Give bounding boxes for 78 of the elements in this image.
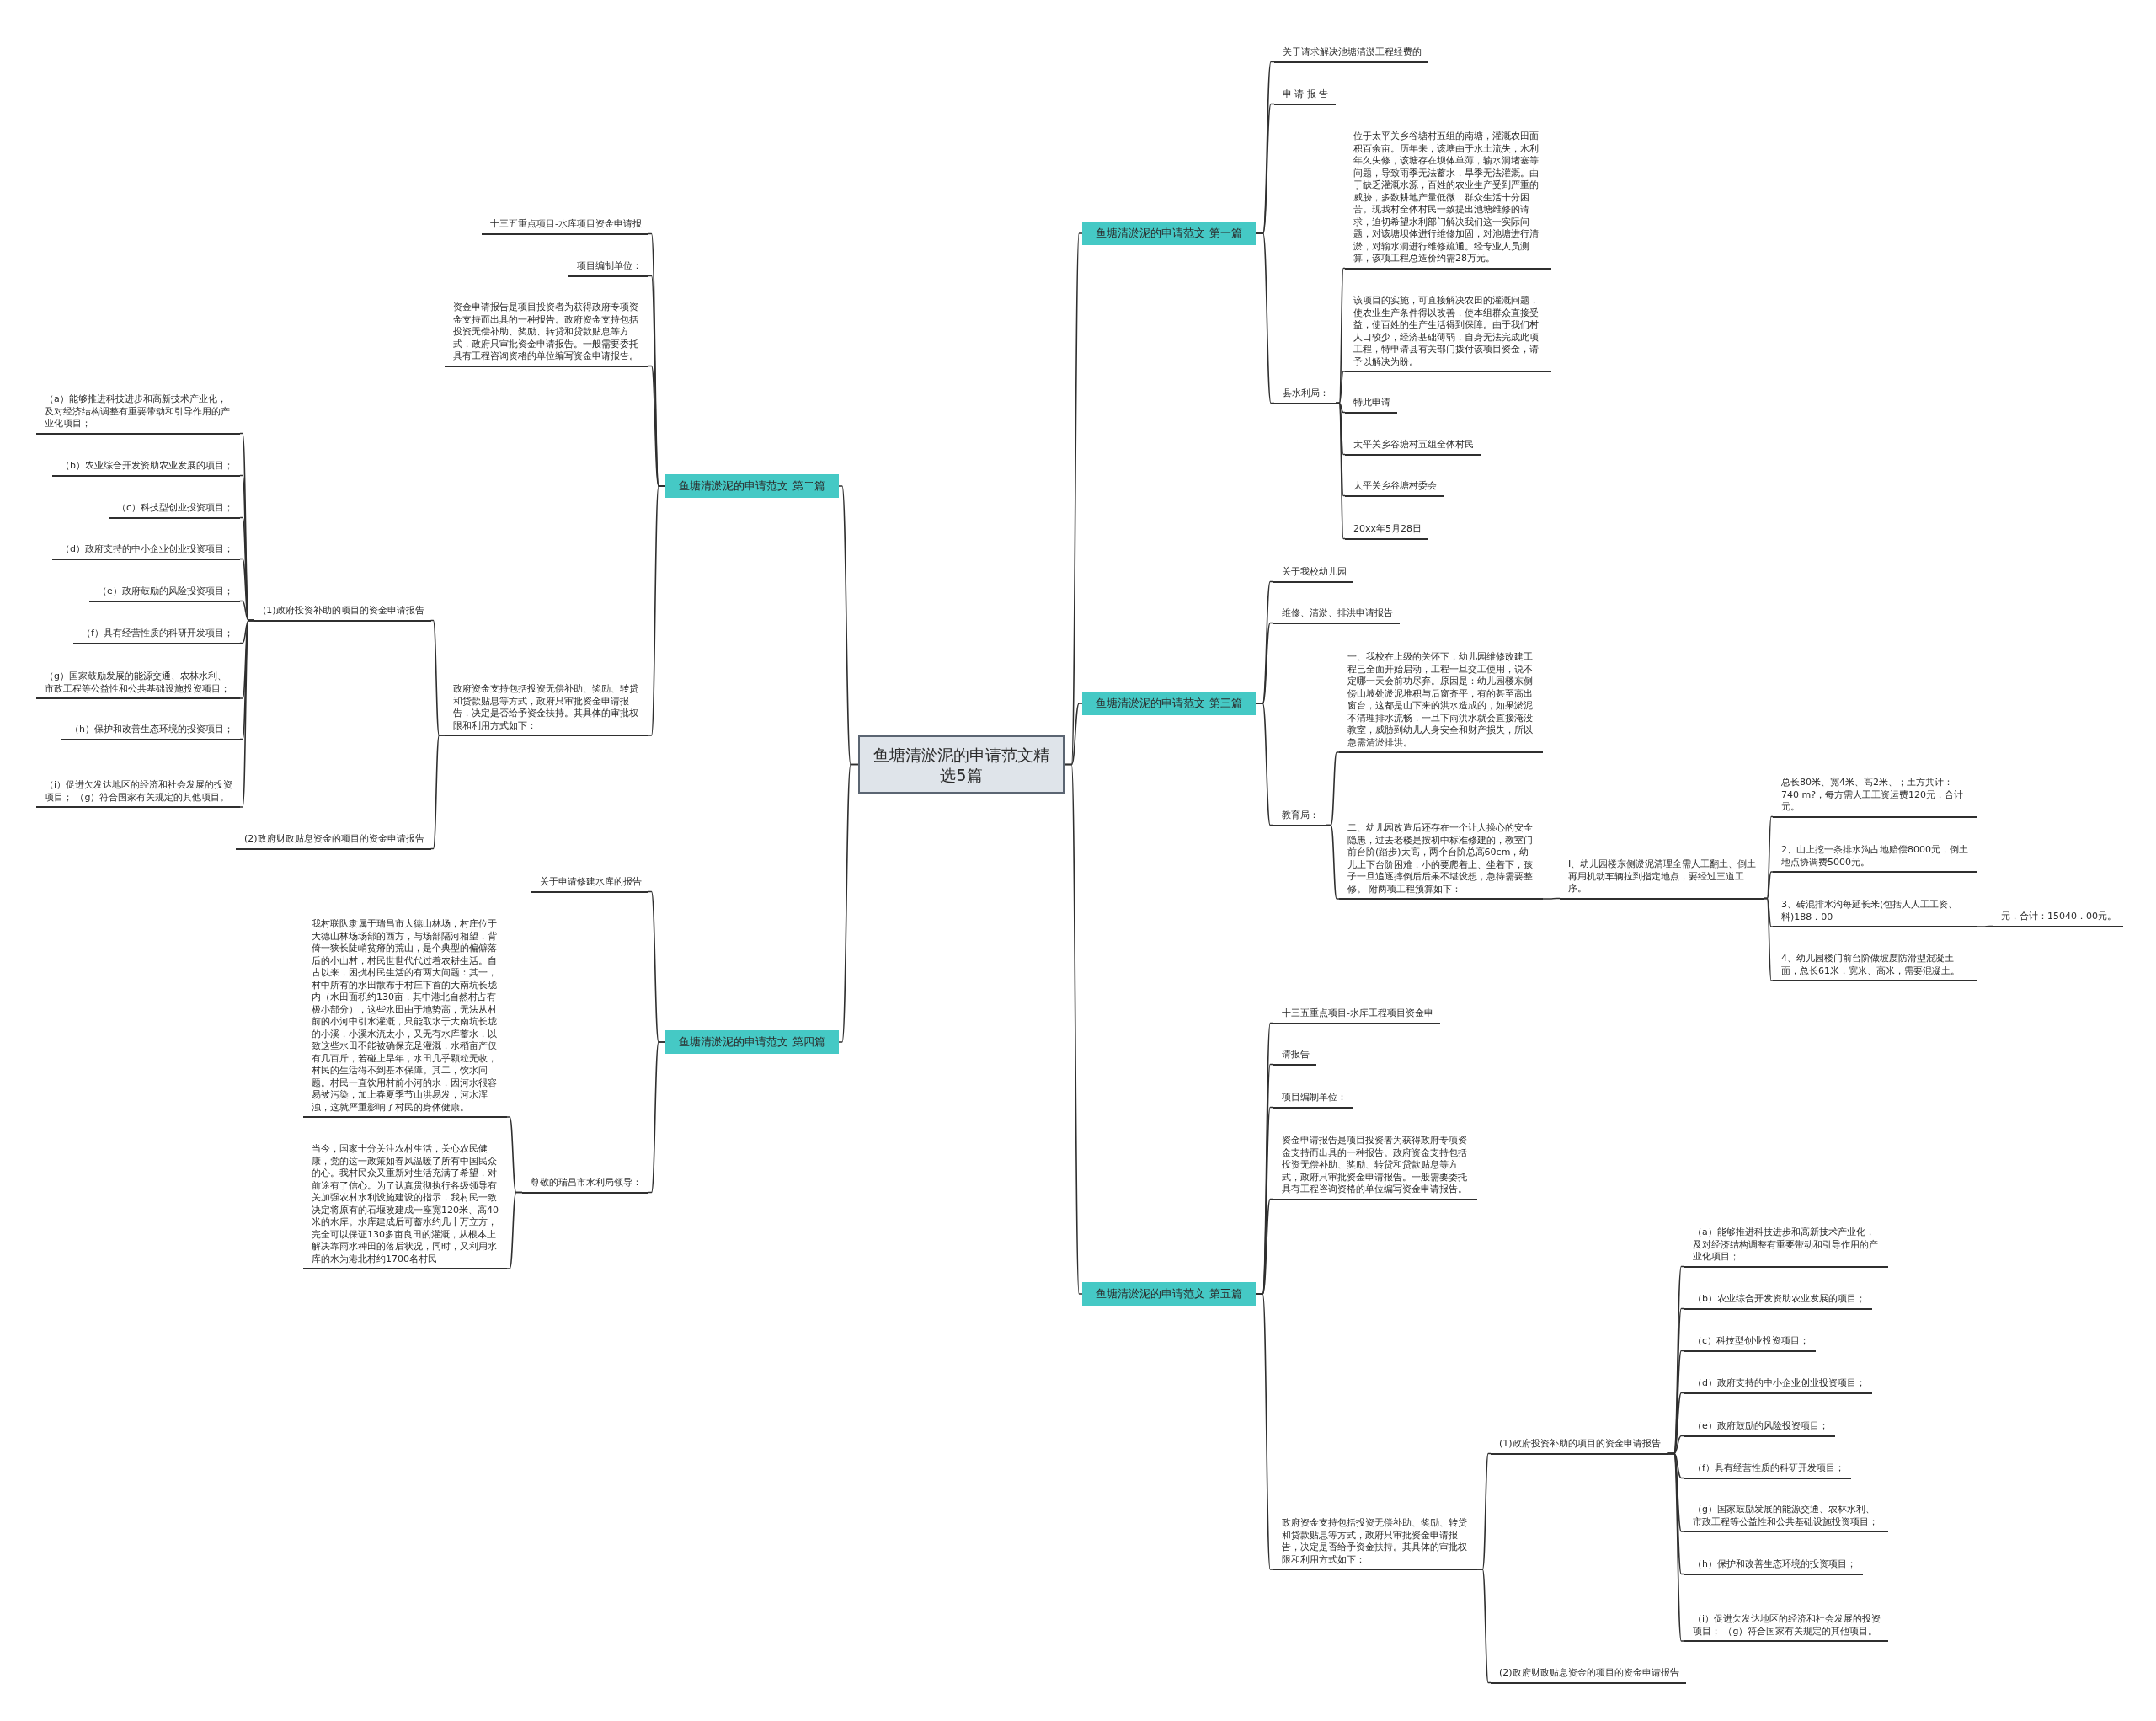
paragraph-text: 当今，国家十分关注农村生活，关心农民健康，党的这一政策如春风温暖了所有中国民众的心。我村民众又重新对生活充满了希望，对前途有了信心。为了认真贯彻执行各级领导有关加强农村水利设施建设的指示，我村民一致决定将原有的石堰改建成一座宽120米、高40米的水库。水库建成后可蓄水约几十万立方，完全可以保证130多亩良田的灌溉，从根本上解决靠雨水种田的落后状况，同时，又利用水库的水为港北村约1700名村民	[303, 1141, 507, 1269]
connector-line	[1255, 703, 1274, 826]
branch-topic-box: 鱼塘清淤泥的申请范文 第二篇	[665, 474, 839, 498]
paragraph-text: （g）国家鼓励发展的能源交通、农林水利、市政工程等公益性和公共基础设施投资项目；	[1684, 1502, 1888, 1532]
topic-label: 项目编制单位：	[568, 259, 648, 277]
topic-label: (2)政府财政贴息资金的项目的资金申请报告	[236, 831, 431, 850]
connector-line	[1476, 1569, 1492, 1684]
topic-label: 太平关乡谷塘村委会	[1345, 478, 1444, 497]
topic-label: (1)政府投资补助的项目的资金申请报告	[1491, 1436, 1668, 1455]
connector-line	[648, 485, 666, 736]
paragraph-text: （g）国家鼓励发展的能源交通、农林水利、市政工程等公益性和公共基础设施投资项目；	[36, 669, 240, 699]
topic-label: 关于我校幼儿园	[1273, 564, 1353, 583]
topic-label: 县水利局：	[1274, 386, 1336, 404]
paragraph-text: 资金申请报告是项目投资者为获得政府专项资金支持而出具的一种报告。政府资金支持包括投资无偿补助、奖励、转贷和贷款贴息等方式，政府只审批资金申请报告。一般需要委托具有工程咨询资格的单位编写资金申请报告。	[1273, 1133, 1477, 1200]
paragraph-text: （i）促进欠发达地区的经济和社会发展的投资项目； （g）符合国家有关规定的其他项目。	[1684, 1611, 1888, 1642]
topic-label: (2)政府财政贴息资金的项目的资金申请报告	[1491, 1665, 1686, 1684]
connector-line	[1064, 763, 1083, 1295]
connector-line	[1325, 824, 1340, 900]
paragraph-text: 我村联队隶属于瑞昌市大德山林场，村庄位于大德山林场场部的西方，与场部隔河相望，背倚一狭长陡峭贫瘠的荒山，是个典型的偏僻落后的小山村，村民世世代代过着农耕生活。自古以来，困扰村民生活的有两大问题：其一，村中所有的水田散布于村庄下首的大南坑长垅内（水田面积约130亩，其中港北自然村占有极小部分），这些水田由于地势高，无法从村前的小河中引水灌溉，只能取水于大南坑长垅的小溪，小溪水流太小，又无有水库蓄水，以致这些水田不能被确保充足灌溉，水稻亩产仅有几百斤，若碰上旱年，水田几乎颗粒无收，村民的生活得不到基本保障。其二，饮水问题。村民一直饮用村前小河的水，因河水很容易被污染，加上春夏季节山洪易发，河水浑浊，这就严重影响了村民的身体健康。	[303, 917, 507, 1118]
topic-label: 关于请求解决池塘清淤工程经费的	[1274, 45, 1428, 63]
branch-topic-box: 鱼塘清淤泥的申请范文 第五篇	[1082, 1282, 1256, 1306]
paragraph-text: 一、我校在上级的关怀下，幼儿园维修改建工程已全面开始启动，工程一旦交工使用，说不定哪一天会前功尽弃。原因是：幼儿园楼东侧傍山坡处淤泥堆积与后窗齐平，有的甚至高出窗台，这都是山下来的洪水造成的，如果淤泥不清理排水流畅，一旦下雨洪水就会直接淹没教室，威胁到幼儿人身安全和财产损失，所以急需清淤排洪。	[1339, 649, 1543, 753]
paragraph-text: 2、山上挖一条排水沟占地赔偿8000元，倒土地点协调费5000元。	[1773, 842, 1977, 873]
paragraph-text: 二、幼儿园改造后还存在一个让人操心的安全隐患，过去老楼是按初中标准修建的，教室门前台阶(踏步)太高，两个台阶总高60cm，幼儿上下台阶困难，小的要爬着上、坐着下，孩子一旦追逐摔倒后后果不堪设想，急待需要整修。 附两项工程预算如下：	[1339, 820, 1543, 900]
topic-label: 教育局：	[1273, 808, 1326, 826]
topic-label: 请报告	[1273, 1047, 1316, 1066]
topic-label: （d）政府支持的中小企业创业投资项目；	[52, 542, 240, 560]
topic-label: （b）农业综合开发资助农业发展的项目；	[52, 458, 240, 477]
paragraph-text: （a）能够推进科技进步和高新技术产业化，及对经济结构调整有重要带动和引导作用的产业化项目；	[36, 392, 240, 435]
topic-label: （f）具有经营性质的科研开发项目；	[73, 626, 240, 644]
topic-label: (1)政府投资补助的项目的资金申请报告	[254, 603, 431, 622]
paragraph-text: 总长80米、宽4米、高2米、；土方共计：740 m?，每方需人工工资运费120元，合计元。	[1773, 775, 1977, 818]
topic-label: （f）具有经营性质的科研开发项目；	[1684, 1461, 1851, 1479]
paragraph-text: （i）促进欠发达地区的经济和社会发展的投资项目； （g）符合国家有关规定的其他项目。	[36, 778, 240, 808]
topic-label: （h）保护和改善生态环境的投资项目；	[61, 722, 240, 740]
topic-label: 元，合计：15040．00元。	[1993, 909, 2123, 927]
paragraph-text: 资金申请报告是项目投资者为获得政府专项资金支持而出具的一种报告。政府资金支持包括投资无偿补助、奖励、转贷和贷款贴息等方式，政府只审批资金申请报告。一般需要委托具有工程咨询资格的单位编写资金申请报告。	[445, 300, 648, 367]
connector-line	[1255, 1293, 1274, 1570]
connector-line	[838, 763, 859, 1043]
branch-topic-box: 鱼塘清淤泥的申请范文 第三篇	[1082, 692, 1256, 715]
paragraph-text: 政府资金支持包括投资无偿补助、奖励、转贷和贷款贴息等方式，政府只审批资金申请报告，决定是否给予资金扶持。其具体的审批权限和利用方式如下：	[1273, 1515, 1477, 1570]
topic-label: 20xx年5月28日	[1345, 521, 1428, 540]
topic-label: 尊敬的瑞昌市水利局领导：	[522, 1175, 648, 1194]
paragraph-text: 4、幼儿园楼门前台阶做坡度防滑型混凝土面，总长61米，宽米、高米，需要混凝土。	[1773, 951, 1977, 981]
connector-line	[1666, 1452, 1685, 1642]
topic-label: 维修、清淤、排洪申请报告	[1273, 606, 1400, 624]
topic-label: 项目编制单位：	[1273, 1090, 1353, 1109]
topic-label: （e）政府鼓励的风险投资项目；	[1684, 1419, 1835, 1437]
branch-topic-box: 鱼塘清淤泥的申请范文 第四篇	[665, 1030, 839, 1054]
connector-line	[1763, 897, 1774, 981]
topic-label: （c）科技型创业投资项目；	[109, 500, 241, 519]
paragraph-text: 3、砖混排水沟每延长米(包括人人工工资、料)188．00	[1773, 897, 1977, 927]
topic-label: 特此申请	[1345, 395, 1397, 414]
connector-line	[1255, 232, 1275, 404]
connector-line	[506, 1191, 523, 1269]
connector-line	[648, 1041, 666, 1194]
connector-line	[1335, 402, 1346, 540]
paragraph-text: 该项目的实施，可直接解决农田的灌溉问题，使农业生产条件得以改善，使本组群众直接受益，使百姓的生产生活得到保障。由于我们村人口较少，经济基础薄弱，自身无法完成此项工程，特申请县有关部门拨付该项目资金，请予以解决为盼。	[1345, 293, 1551, 372]
connector-line	[1976, 925, 1993, 927]
topic-label: （c）科技型创业投资项目；	[1684, 1334, 1817, 1352]
central-topic-box: 鱼塘清淤泥的申请范文精选5篇	[858, 735, 1065, 794]
topic-label: （d）政府支持的中小企业创业投资项目；	[1684, 1376, 1872, 1394]
topic-label: 申 请 报 告	[1274, 87, 1336, 105]
connector-line	[430, 735, 446, 850]
paragraph-text: 位于太平关乡谷塘村五组的南塘，灌溉农田面积百余亩。历年来，该塘由于水土流失，水利年久失修，该塘存在坝体单薄，输水洞堵塞等问题，导致雨季无法蓄水，旱季无法灌溉。由于缺乏灌溉水源，百姓的农业生产受到严重的威胁，多数耕地产量低微，群众生活十分困苦。现我村全体村民一致提出池塘维修的请求，迫切希望水利部门解决我们这一实际问题，对该塘坝体进行维修加固，对池塘进行清淤，对输水洞进行维修疏通。经专业人员测算，该项工程总造价约需28万元。	[1345, 129, 1551, 270]
connector-line	[239, 619, 255, 808]
paragraph-text: 政府资金支持包括投资无偿补助、奖励、转贷和贷款贴息等方式，政府只审批资金申请报告，决定是否给予资金扶持。其具体的审批权限和利用方式如下：	[445, 681, 648, 736]
topic-label: （b）农业综合开发资助农业发展的项目；	[1684, 1291, 1872, 1310]
topic-label: （h）保护和改善生态环境的投资项目；	[1684, 1557, 1863, 1575]
topic-label: 十三五重点项目-水库项目资金申请报	[482, 216, 648, 235]
paragraph-text: （a）能够推进科技进步和高新技术产业化，及对经济结构调整有重要带动和引导作用的产业化项目；	[1684, 1225, 1888, 1268]
topic-label: 关于申请修建水库的报告	[531, 874, 648, 893]
paragraph-text: I、幼儿园楼东侧淤泥清理全需人工翻土、倒土再用机动车辆拉到指定地点，要经过三道工序。	[1560, 857, 1764, 900]
topic-label: 十三五重点项目-水库工程项目资金申	[1273, 1006, 1440, 1024]
topic-label: 太平关乡谷塘村五组全体村民	[1345, 437, 1481, 456]
connector-line	[1542, 897, 1561, 900]
branch-topic-box: 鱼塘清淤泥的申请范文 第一篇	[1082, 222, 1256, 245]
topic-label: （e）政府鼓励的风险投资项目；	[89, 584, 240, 602]
